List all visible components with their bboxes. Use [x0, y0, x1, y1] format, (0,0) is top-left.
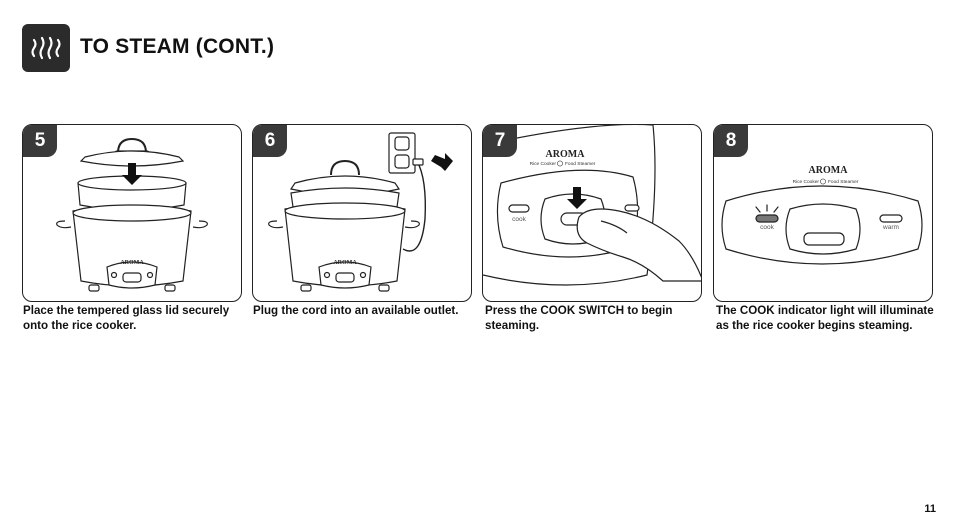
page-number: 11: [924, 503, 936, 515]
step-6-caption: Plug the cord into an available outlet.: [253, 304, 459, 317]
steam-icon: [22, 24, 70, 72]
cook-label: cook: [760, 224, 774, 231]
step-8-panel: AROMA Rice Cooker Food Steamer cook warm…: [713, 124, 933, 302]
rice-cooker-label: Rice Cooker: [793, 179, 820, 185]
brand-label: AROMA: [809, 165, 849, 176]
step-7-caption: Press the COOK SWITCH to begin steaming.: [485, 304, 673, 332]
rice-cooker-with-lid-illustration: AROMA: [56, 137, 208, 292]
step-number: 5: [23, 125, 57, 157]
food-steamer-label: Food Steamer: [565, 161, 596, 167]
brand-label: AROMA: [120, 260, 144, 266]
step-8-caption: The COOK indicator light will illuminate…: [716, 304, 934, 332]
step-5-panel: AROMA 5: [22, 124, 242, 302]
step-7-panel: AROMA Rice Cooker Food Steamer cook 7: [482, 124, 702, 302]
rice-cooker-label: Rice Cooker: [530, 161, 557, 167]
brand-label: AROMA: [546, 149, 586, 160]
warm-label: warm: [882, 224, 899, 231]
step-6-panel: AROMA 6: [252, 124, 472, 302]
cook-label: cook: [512, 216, 526, 223]
cook-light-on-illustration: AROMA Rice Cooker Food Steamer cook warm: [721, 165, 923, 265]
step-number: 7: [483, 125, 517, 157]
page-title: TO STEAM (CONT.): [80, 35, 275, 58]
step-number: 6: [253, 125, 287, 157]
step-5-caption: Place the tempered glass lid securely on…: [23, 304, 230, 332]
step-number: 8: [714, 125, 748, 157]
food-steamer-label: Food Steamer: [828, 179, 859, 185]
press-cook-switch-illustration: AROMA Rice Cooker Food Steamer cook: [483, 125, 701, 286]
cooker-plugged-in-illustration: AROMA: [268, 132, 453, 292]
brand-label: AROMA: [333, 260, 357, 266]
